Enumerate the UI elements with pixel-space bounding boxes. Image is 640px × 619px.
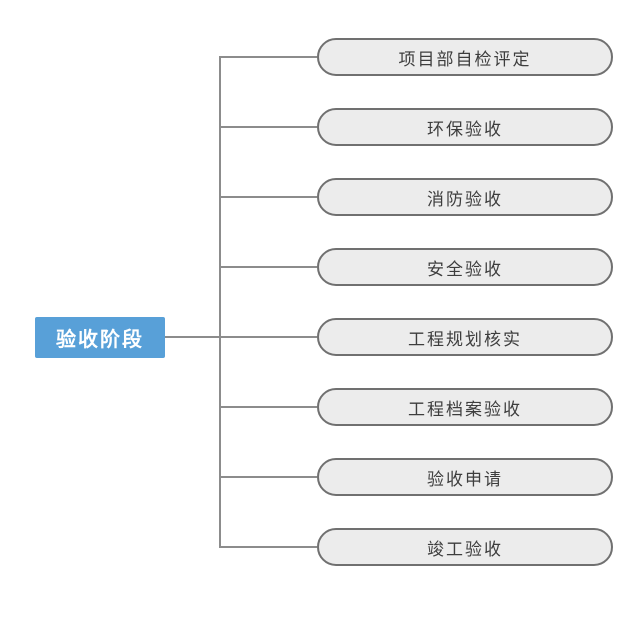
connector-trunk — [219, 56, 221, 548]
node-label: 项目部自检评定 — [398, 49, 532, 69]
node-safety-acceptance: 安全验收 — [317, 248, 613, 286]
node-label: 工程档案验收 — [408, 399, 522, 419]
node-label: 竣工验收 — [427, 539, 503, 559]
connector-branch-4 — [219, 266, 317, 268]
node-fire-acceptance: 消防验收 — [317, 178, 613, 216]
node-label: 安全验收 — [427, 259, 503, 279]
connector-branch-2 — [219, 126, 317, 128]
connector-branch-7 — [219, 476, 317, 478]
node-label: 消防验收 — [427, 189, 503, 209]
node-archives-acceptance: 工程档案验收 — [317, 388, 613, 426]
connector-branch-3 — [219, 196, 317, 198]
node-label: 工程规划核实 — [408, 329, 522, 349]
connector-branch-1 — [219, 56, 317, 58]
node-label: 环保验收 — [427, 119, 503, 139]
node-completion-acceptance: 竣工验收 — [317, 528, 613, 566]
node-planning-verification: 工程规划核实 — [317, 318, 613, 356]
root-node-label: 验收阶段 — [56, 329, 144, 351]
node-label: 验收申请 — [427, 469, 503, 489]
node-project-self-inspection: 项目部自检评定 — [317, 38, 613, 76]
node-environmental-acceptance: 环保验收 — [317, 108, 613, 146]
connector-root-link — [165, 336, 219, 338]
root-node: 验收阶段 — [35, 317, 165, 358]
connector-branch-6 — [219, 406, 317, 408]
connector-branch-5 — [219, 336, 317, 338]
connector-branch-8 — [219, 546, 317, 548]
node-acceptance-application: 验收申请 — [317, 458, 613, 496]
